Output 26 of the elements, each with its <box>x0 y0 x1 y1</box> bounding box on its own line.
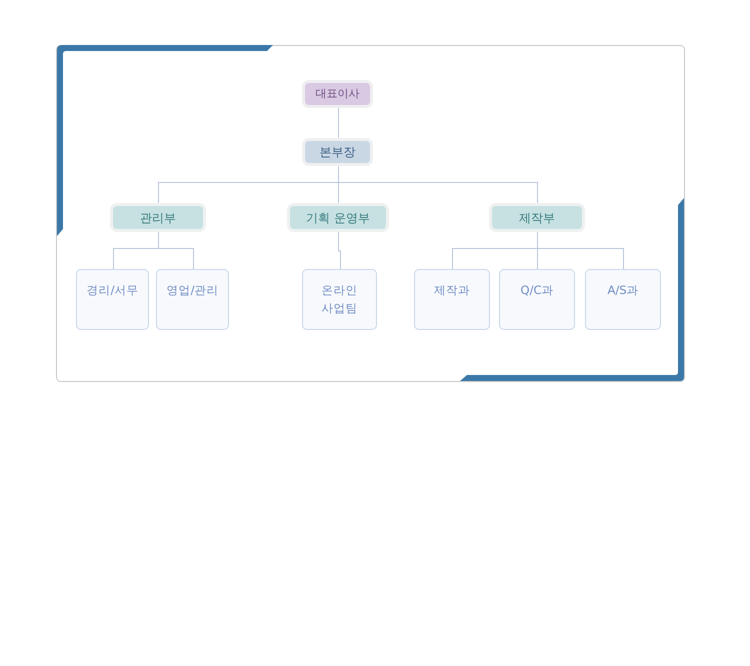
connector-line <box>537 232 624 270</box>
connector-line <box>338 108 339 138</box>
position-box <box>302 80 373 108</box>
node-label: 관리부 <box>140 210 176 226</box>
node-label: 제작과 <box>434 282 470 299</box>
team-box <box>499 269 575 330</box>
connector-line <box>338 232 341 270</box>
node-label: Q/C과 <box>520 282 554 299</box>
node-label: A/S과 <box>607 282 639 299</box>
node-label: 경리/서무 <box>86 282 138 299</box>
position-box <box>302 138 373 166</box>
department-box <box>287 203 389 232</box>
team-box <box>76 269 149 330</box>
node-label: 본부장 <box>320 144 356 160</box>
department-box <box>110 203 206 232</box>
connector-line <box>338 166 538 204</box>
node-label: 온라인 사업팀 <box>320 282 358 317</box>
department-box <box>489 203 585 232</box>
node-label: 기획 운영부 <box>306 210 370 226</box>
team-box <box>414 269 490 330</box>
team-box <box>302 269 377 330</box>
team-box <box>156 269 229 330</box>
node-label: 제작부 <box>519 210 555 226</box>
node-label: 영업/관리 <box>166 282 218 299</box>
team-box <box>585 269 661 330</box>
node-label: 대표이사 <box>316 86 360 102</box>
